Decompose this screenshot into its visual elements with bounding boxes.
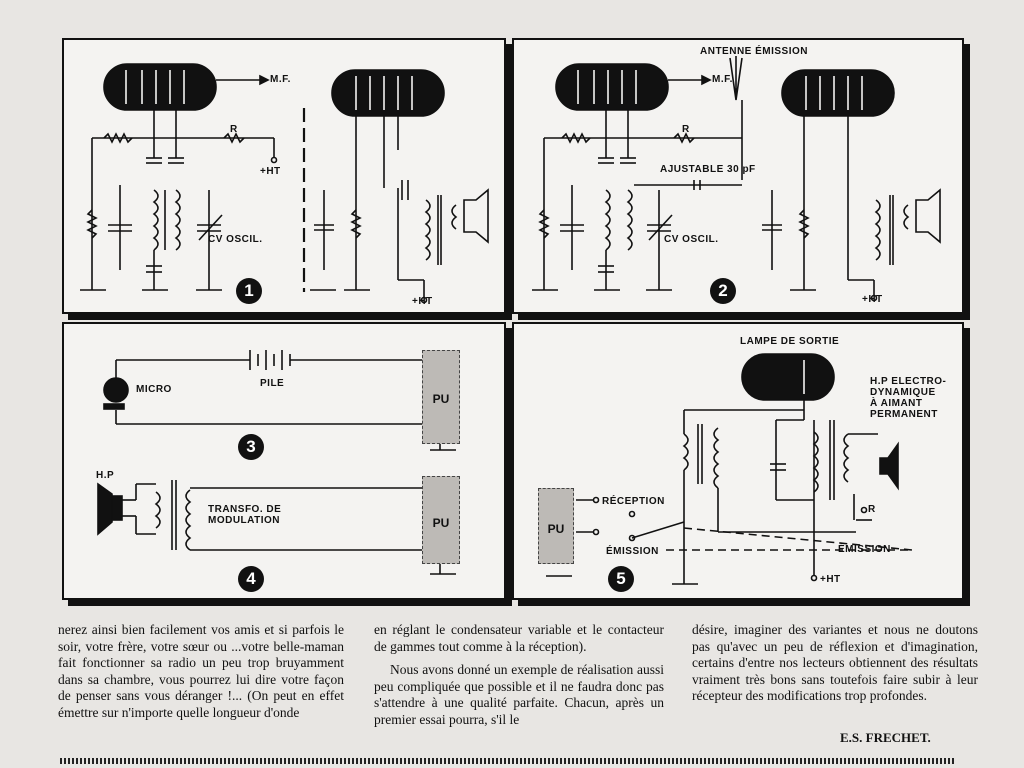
figure-5-panel: PU LAMPE DE SORTIE H.P ELECTRO- DYNAMIQU… (512, 322, 964, 600)
figure-3-4-schematic (97, 350, 456, 575)
column-1-text: nerez ainsi bien facilement vos amis et … (58, 622, 344, 720)
cv-oscil-label: CV OSCIL. (664, 234, 719, 245)
transfo-label: TRANSFO. DE MODULATION (208, 504, 282, 526)
ht-label-2: +HT (412, 296, 433, 307)
column-2-paragraph-1: en réglant le condensateur variable et l… (374, 622, 664, 654)
hp-electrodynamique-label: H.P ELECTRO- DYNAMIQUE À AIMANT PERMANEN… (870, 376, 947, 420)
pu-block-5: PU (538, 488, 574, 564)
mf-label: M.F. (712, 74, 733, 85)
pu-block-3: PU (422, 350, 460, 444)
author-signature: E.S. FRECHET. (840, 730, 931, 745)
column-3-text: désire, imaginer des variantes et nous n… (692, 622, 978, 703)
pu-label: PU (432, 392, 450, 407)
ht-label: +HT (862, 294, 883, 305)
figure-number-3: 3 (238, 434, 264, 460)
hp-label: H.P (96, 470, 115, 481)
lampe-de-sortie-label: LAMPE DE SORTIE (740, 336, 840, 347)
figure-1-schematic (80, 63, 489, 304)
r-label: R (230, 124, 238, 135)
pu-block-4: PU (422, 476, 460, 564)
cv-oscil-label: CV OSCIL. (208, 234, 263, 245)
adjustable-label: AJUSTABLE 30 pF (660, 164, 756, 175)
figure-number-5: 5 (608, 566, 634, 592)
ht-label: +HT (260, 166, 281, 177)
mf-label: M.F. (270, 74, 291, 85)
column-2-paragraph-2: Nous avons donné un exemple de réalisati… (374, 662, 664, 727)
figure-2-schematic (532, 56, 941, 302)
figure-3-4-panel: PU PU MICRO PILE 3 H.P TRANSFO. DE MODUL… (62, 322, 506, 600)
pu-label: PU (432, 515, 450, 530)
figure-number-2: 2 (710, 278, 736, 304)
article-column-3: désire, imaginer des variantes et nous n… (692, 622, 978, 705)
micro-label: MICRO (136, 384, 172, 395)
figure-5-schematic (546, 353, 913, 585)
ht-label: +HT (820, 574, 841, 585)
pile-label: PILE (260, 378, 285, 389)
figure-number-1: 1 (236, 278, 262, 304)
article-column-1: nerez ainsi bien facilement vos amis et … (58, 622, 344, 721)
r-label: R (868, 504, 876, 515)
bottom-rule (60, 758, 954, 764)
emission-left-label: ÉMISSION (606, 546, 659, 557)
pu-label: PU (547, 522, 565, 537)
r-label: R (682, 124, 690, 135)
article-column-2: en réglant le condensateur variable et l… (374, 622, 664, 728)
emission-right-label: ÉMISSION (838, 544, 891, 555)
antenna-label: ANTENNE ÉMISSION (700, 46, 809, 57)
figure-number-4: 4 (238, 566, 264, 592)
figure-1-panel: M.F. R +HT CV OSCIL. +HT 1 (62, 38, 506, 314)
reception-label: RÉCEPTION (602, 496, 665, 507)
figure-2-panel: ANTENNE ÉMISSION M.F. R AJUSTABLE 30 pF … (512, 38, 964, 314)
